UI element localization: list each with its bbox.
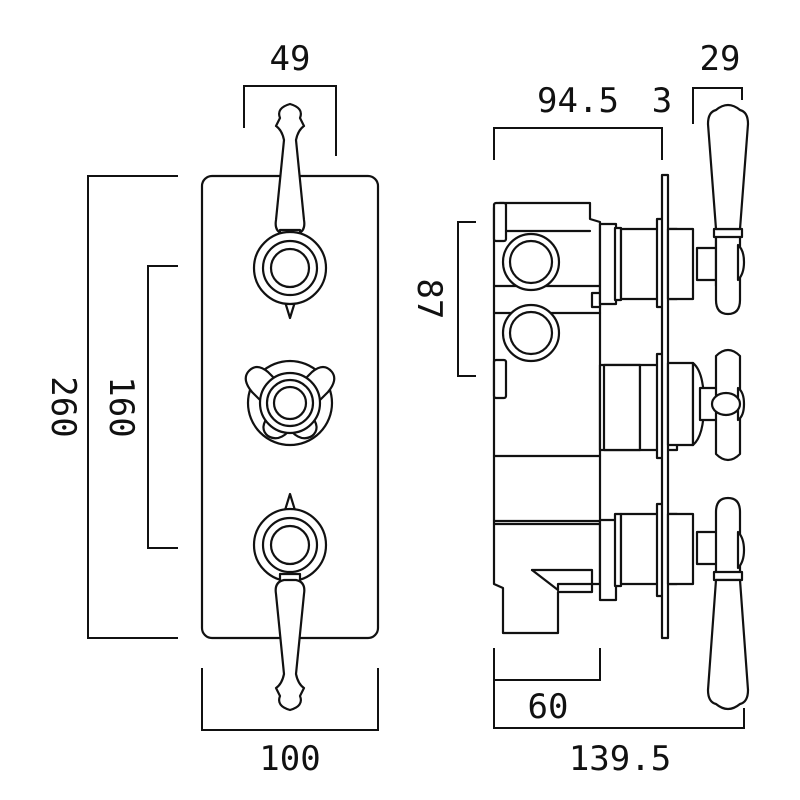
- top-valve-knob: [252, 230, 328, 320]
- dim-label-3: 3: [652, 81, 672, 121]
- side-middle-cross-head: [698, 348, 746, 462]
- dim-line-160: [147, 265, 178, 549]
- dim-label-260: 260: [43, 376, 83, 437]
- dim-label-60: 60: [528, 687, 569, 727]
- side-top-lever: [695, 103, 750, 316]
- dim-label-29: 29: [700, 39, 741, 79]
- dim-line-94-5: [493, 127, 663, 160]
- dim-line-49: [243, 85, 337, 156]
- dim-label-49: 49: [270, 39, 311, 79]
- dim-label-160: 160: [101, 376, 141, 437]
- top-lever-handle: [274, 102, 306, 242]
- dim-label-87: 87: [409, 279, 449, 320]
- dim-label-100: 100: [259, 739, 320, 779]
- outlet-port-bottom: [501, 303, 561, 363]
- side-bottom-lever: [695, 496, 750, 711]
- dim-line-260: [87, 175, 178, 639]
- outlet-port-top: [501, 232, 561, 292]
- dim-label-94-5: 94.5: [537, 81, 619, 121]
- dim-label-139-5: 139.5: [569, 739, 671, 779]
- side-view: 94.5 3 29 87 60 139.5: [409, 39, 750, 779]
- dim-line-60: [493, 648, 601, 681]
- dim-line-100: [201, 668, 379, 731]
- dim-line-29: [692, 87, 743, 124]
- middle-cross-handle: [244, 359, 336, 447]
- dim-line-139-5: [493, 680, 745, 729]
- front-view: 49 260 160 100: [43, 39, 380, 779]
- bottom-lever-handle: [274, 572, 306, 712]
- dim-line-87: [457, 221, 476, 377]
